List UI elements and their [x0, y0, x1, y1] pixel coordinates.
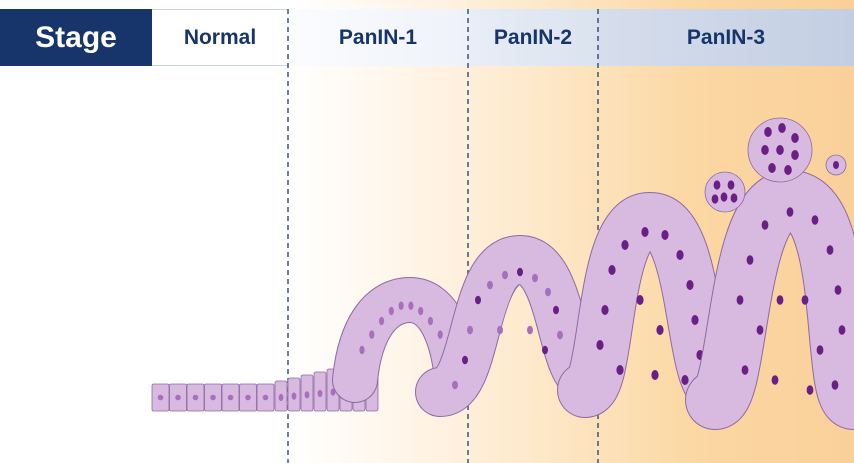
cell-nucleus — [791, 133, 799, 143]
cell-nucleus — [778, 123, 786, 133]
cell-nucleus — [318, 390, 323, 397]
cell-nucleus — [728, 180, 735, 189]
cell-nucleus — [542, 346, 548, 355]
cell-nucleus — [487, 281, 493, 290]
cell-nucleus — [757, 325, 764, 335]
cell-nucleus — [737, 295, 744, 305]
cell-nucleus — [517, 268, 523, 277]
cell-nucleus — [467, 326, 473, 335]
cell-nucleus — [714, 180, 721, 189]
cell-nucleus — [399, 301, 404, 309]
cell-nucleus — [833, 161, 839, 169]
cell-nucleus — [389, 307, 394, 315]
cell-nucleus — [731, 193, 738, 202]
cell-nucleus — [263, 395, 269, 401]
cell-nucleus — [651, 370, 658, 380]
cell-nucleus — [616, 365, 623, 375]
cell-nucleus — [428, 317, 433, 325]
cell-nucleus — [596, 340, 603, 350]
budding-cell-cluster — [705, 172, 745, 212]
cell-nucleus — [228, 395, 234, 401]
cell-nucleus — [812, 215, 819, 225]
cell-nucleus — [641, 227, 648, 237]
cell-nucleus — [245, 395, 251, 401]
cell-nucleus — [608, 265, 615, 275]
cell-nucleus — [661, 230, 668, 240]
duct-epithelium — [152, 118, 854, 411]
cell-nucleus — [601, 305, 608, 315]
cell-nucleus — [772, 375, 779, 385]
cell-nucleus — [379, 317, 384, 325]
cell-nucleus — [621, 240, 628, 250]
cell-nucleus — [827, 245, 834, 255]
cell-nucleus — [764, 127, 772, 137]
cell-nucleus — [636, 295, 643, 305]
cell-nucleus — [832, 380, 839, 390]
cell-nucleus — [557, 331, 563, 340]
cell-nucleus — [502, 271, 508, 280]
cell-nucleus — [545, 288, 551, 297]
cell-nucleus — [817, 345, 824, 355]
cell-nucleus — [532, 274, 538, 283]
cell-nucleus — [691, 315, 698, 325]
cell-nucleus — [762, 220, 769, 230]
cell-nucleus — [768, 163, 776, 173]
cell-nucleus — [359, 346, 364, 354]
cell-nucleus — [175, 395, 181, 401]
cell-nucleus — [452, 381, 458, 390]
cell-nucleus — [681, 375, 688, 385]
cell-nucleus — [742, 365, 749, 375]
cell-nucleus — [777, 295, 784, 305]
cell-nucleus — [553, 306, 559, 315]
cell-nucleus — [158, 395, 164, 401]
cell-nucleus — [527, 326, 533, 335]
cell-nucleus — [791, 150, 799, 160]
cell-nucleus — [279, 394, 284, 401]
cell-nucleus — [835, 285, 842, 295]
cell-nucleus — [408, 301, 413, 309]
cell-nucleus — [686, 280, 693, 290]
cell-nucleus — [193, 395, 199, 401]
cell-nucleus — [802, 295, 809, 305]
cell-nucleus — [656, 325, 663, 335]
cell-nucleus — [676, 250, 683, 260]
cell-nucleus — [761, 145, 769, 155]
cell-nucleus — [776, 145, 784, 155]
cell-nucleus — [438, 330, 443, 338]
cell-nucleus — [784, 165, 792, 175]
cell-nucleus — [418, 307, 423, 315]
cell-nucleus — [305, 391, 310, 398]
cell-nucleus — [462, 356, 468, 365]
cell-nucleus — [839, 325, 846, 335]
cell-nucleus — [497, 326, 503, 335]
cell-nucleus — [475, 296, 481, 305]
cell-nucleus — [747, 255, 754, 265]
cell-nucleus — [807, 385, 814, 395]
cell-nucleus — [721, 192, 728, 201]
cell-nucleus — [712, 194, 719, 203]
cell-nucleus — [210, 395, 216, 401]
epithelium-band — [715, 200, 854, 400]
cell-nucleus — [292, 393, 297, 400]
cell-nucleus — [369, 330, 374, 338]
cell-nucleus — [787, 207, 794, 217]
